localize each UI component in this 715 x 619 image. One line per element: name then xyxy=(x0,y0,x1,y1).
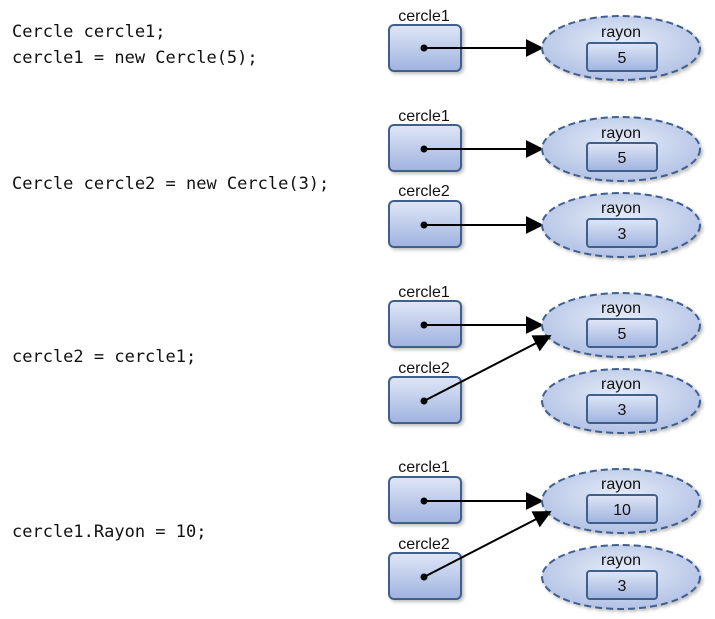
field-label: rayon xyxy=(601,552,641,569)
field-value: 3 xyxy=(618,578,627,595)
field-label: rayon xyxy=(601,24,641,41)
field-value: 3 xyxy=(618,402,627,419)
field-value-box xyxy=(586,318,658,348)
step-1: cercle1 rayon 5 xyxy=(388,8,701,81)
variable-label: cercle2 xyxy=(398,183,450,200)
field-value: 5 xyxy=(618,50,627,67)
step-2: cercle1 rayon 5 cercle2 rayon 3 xyxy=(388,108,701,258)
field-label: rayon xyxy=(601,376,641,393)
step-3: cercle1 rayon 5 cercle2 rayon 3 xyxy=(388,284,701,434)
field-value: 3 xyxy=(618,226,627,243)
variable-label: cercle2 xyxy=(398,536,450,553)
code-line: cercle1.Rayon = 10; xyxy=(12,522,207,542)
reference-arrow xyxy=(423,335,552,402)
variable-label: cercle1 xyxy=(398,284,450,301)
step-4: cercle1 rayon 10 cercle2 rayon 3 xyxy=(388,459,701,610)
variable-label: cercle2 xyxy=(398,360,450,377)
field-value-box xyxy=(586,394,658,424)
field-value: 10 xyxy=(613,502,631,519)
field-label: rayon xyxy=(601,300,641,317)
code-line: Cercle cercle1; xyxy=(12,22,166,42)
field-value: 5 xyxy=(618,150,627,167)
variable-label: cercle1 xyxy=(398,108,450,125)
reference-arrow xyxy=(423,511,552,578)
variable-label: cercle1 xyxy=(398,8,450,25)
field-value-box xyxy=(586,142,658,172)
variable-label: cercle1 xyxy=(398,459,450,476)
field-label: rayon xyxy=(601,476,641,493)
code-line: cercle2 = cercle1; xyxy=(12,347,197,367)
field-value-box xyxy=(586,494,658,524)
field-value-box xyxy=(586,218,658,248)
field-label: rayon xyxy=(601,200,641,217)
field-value-box xyxy=(586,570,658,600)
code-line: cercle1 = new Cercle(5); xyxy=(12,48,258,68)
field-label: rayon xyxy=(601,125,641,142)
code-line: Cercle cercle2 = new Cercle(3); xyxy=(12,174,330,194)
field-value: 5 xyxy=(618,326,627,343)
field-value-box xyxy=(586,42,658,72)
